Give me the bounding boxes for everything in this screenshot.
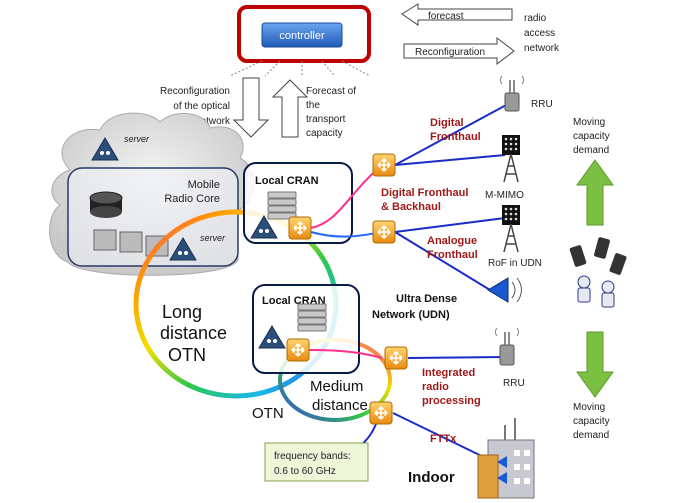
integrated-1: Integrated — [422, 367, 475, 379]
forecast-transport-2: the — [306, 100, 320, 111]
router-analogue-fronthaul — [372, 220, 396, 244]
moving-top-3: demand — [573, 145, 609, 156]
forecast-label: forecast — [428, 11, 464, 22]
rru-bottom-icon — [495, 327, 519, 366]
forecast-arrow: forecast — [401, 3, 513, 26]
server-top-label: server — [124, 134, 150, 144]
reconf-down-arrow — [232, 77, 270, 138]
devices-and-users-icon — [569, 237, 627, 308]
mobile-core-1: Mobile — [188, 179, 220, 191]
green-up-arrow — [576, 159, 614, 226]
forecast-transport-3: transport — [306, 114, 346, 125]
router-integrated — [384, 346, 408, 370]
forecast-transport-4: capacity — [306, 128, 343, 139]
udn-label-1: Ultra Dense — [396, 293, 457, 305]
long-distance-2: distance — [160, 323, 227, 343]
analogue-1: Analogue — [427, 235, 477, 247]
controller-node: controller — [237, 5, 371, 63]
control-dotted-lines — [229, 60, 371, 77]
rru-top-label: RRU — [531, 99, 553, 110]
rof-icon — [502, 205, 520, 253]
forecast-transport-1: Forecast of — [306, 86, 356, 97]
router-medium — [369, 401, 393, 425]
indoor-label: Indoor — [408, 469, 455, 486]
dfb-1: Digital Fronthaul — [381, 187, 468, 199]
building-icon — [477, 418, 535, 499]
frequency-box: frequency bands: 0.6 to 60 GHz — [264, 442, 369, 482]
core-router-icon — [89, 191, 123, 218]
reconfiguration-arrow: Reconfiguration — [403, 36, 515, 66]
digital-fronthaul-1: Digital — [430, 117, 464, 129]
medium-distance-2: distance — [312, 397, 368, 414]
freq-label-2: 0.6 to 60 GHz — [274, 466, 336, 477]
local-cran-bottom: Local CRAN — [252, 284, 360, 374]
reconf-optical-1: Reconfiguration — [160, 86, 230, 97]
server-bottom-label: server — [200, 233, 226, 243]
forecast-up-arrow — [271, 79, 309, 138]
otn-label: OTN — [252, 405, 284, 422]
integrated-2: radio — [422, 381, 449, 393]
digital-fronthaul-2: Fronthaul — [430, 131, 481, 143]
fttx-label: FTTx — [430, 433, 457, 445]
udn-antenna-icon — [487, 277, 522, 303]
rof-label: RoF in UDN — [488, 258, 542, 269]
reconf-optical-3: network — [195, 116, 231, 127]
freq-label-1: frequency bands: — [274, 451, 351, 462]
moving-top-2: capacity — [573, 131, 610, 142]
integrated-3: processing — [422, 395, 481, 407]
dfb-2: & Backhaul — [381, 201, 441, 213]
mmimo-label: M-MIMO — [485, 190, 524, 201]
mmimo-icon — [502, 135, 520, 183]
moving-bottom-2: capacity — [573, 416, 610, 427]
reconfiguration-label: Reconfiguration — [415, 47, 485, 58]
ran-label-1: radio — [524, 13, 547, 24]
controller-label: controller — [279, 30, 325, 42]
ran-label-2: access — [524, 28, 555, 39]
long-distance-3: OTN — [168, 345, 206, 365]
router-digital-fronthaul — [372, 153, 396, 177]
reconf-optical-2: of the optical — [173, 101, 230, 112]
moving-top-1: Moving — [573, 117, 605, 128]
long-distance-1: Long — [162, 302, 202, 322]
mobile-core-2: Radio Core — [164, 193, 220, 205]
moving-bottom-3: demand — [573, 430, 609, 441]
local-cran-top-label: Local CRAN — [255, 175, 319, 187]
udn-label-2: Network (UDN) — [372, 309, 450, 321]
moving-bottom-1: Moving — [573, 402, 605, 413]
medium-distance-1: Medium — [310, 378, 363, 395]
rru-bottom-label: RRU — [503, 378, 525, 389]
green-down-arrow — [576, 331, 614, 398]
local-cran-top: Local CRAN — [243, 162, 353, 244]
rru-top-icon — [500, 75, 524, 112]
ran-label-3: network — [524, 43, 560, 54]
analogue-2: Fronthaul — [427, 249, 478, 261]
